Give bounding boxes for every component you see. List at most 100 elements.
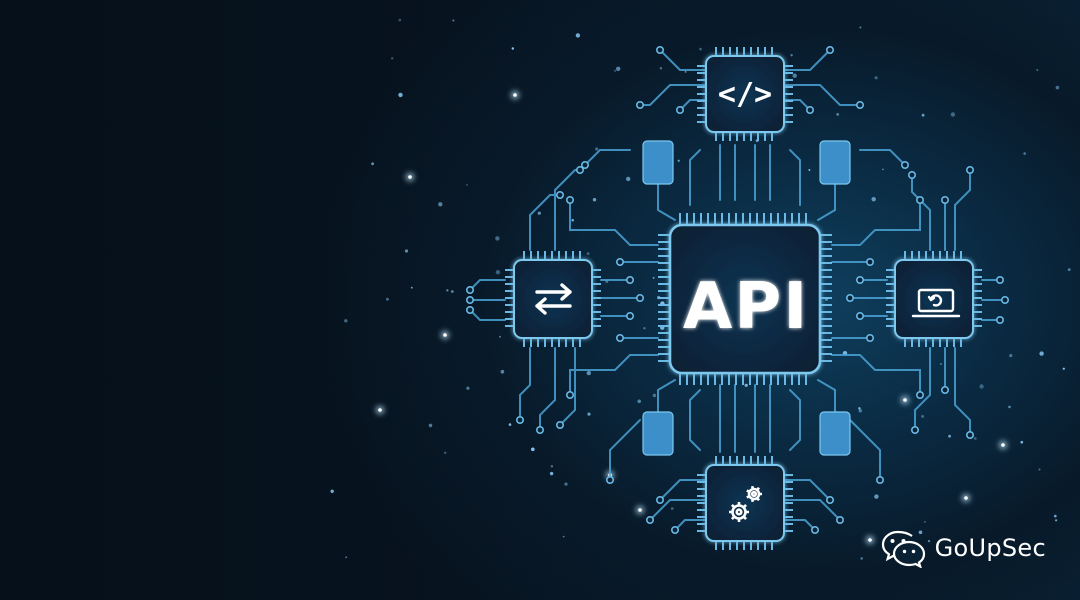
trace-node xyxy=(535,425,544,434)
trace xyxy=(789,389,801,451)
trace-node xyxy=(635,293,644,302)
pad-bottom-left xyxy=(642,411,674,456)
pad-bottom-right xyxy=(819,411,851,456)
trace xyxy=(519,347,531,421)
sparkle xyxy=(858,407,861,410)
trace-node xyxy=(675,106,684,115)
bottom-chip xyxy=(697,456,793,550)
trace-node xyxy=(855,101,864,110)
sparkle xyxy=(408,175,412,179)
sparkle xyxy=(638,508,642,512)
memory-pads xyxy=(642,140,851,456)
trace xyxy=(609,419,641,481)
trace xyxy=(783,49,831,71)
trace-node xyxy=(465,295,474,304)
sparkle xyxy=(684,71,687,73)
sparkle xyxy=(790,54,793,57)
central-chip-body xyxy=(668,223,822,375)
trace-node xyxy=(645,515,654,524)
trace xyxy=(469,309,506,321)
sparkle xyxy=(1038,468,1041,471)
trace-node xyxy=(565,390,574,399)
sparkle xyxy=(614,69,617,72)
trace xyxy=(783,499,841,521)
trace xyxy=(649,499,707,521)
trace-node xyxy=(670,525,679,534)
api-label: API xyxy=(683,270,809,344)
sparkle xyxy=(637,399,641,404)
trace xyxy=(657,183,676,221)
sparkle xyxy=(550,465,554,468)
trace-node xyxy=(810,525,819,534)
sparkle xyxy=(874,76,878,80)
sparkle xyxy=(948,434,951,438)
trace-node xyxy=(655,45,664,54)
sparkle xyxy=(882,168,884,171)
wechat-icon xyxy=(881,530,925,568)
sparkle xyxy=(391,57,394,60)
left-chip-body xyxy=(513,259,593,339)
trace-node xyxy=(580,161,589,170)
sparkle xyxy=(1054,514,1057,518)
trace-node xyxy=(845,293,854,302)
trace xyxy=(554,169,581,251)
trace-node xyxy=(875,475,884,484)
trace xyxy=(689,149,701,206)
sparkle xyxy=(499,335,501,338)
trace-node xyxy=(805,106,814,115)
trace-node xyxy=(965,430,974,439)
sparkle xyxy=(1001,443,1005,447)
sparkle xyxy=(670,507,674,510)
sparkle xyxy=(973,437,977,440)
circuit-nodes xyxy=(465,45,1009,534)
watermark: GoUpSec xyxy=(881,528,1046,568)
sparkle xyxy=(587,412,591,416)
central-chip-pins xyxy=(658,213,832,385)
sparkle xyxy=(500,369,505,374)
gears-icon xyxy=(729,485,762,522)
sparkle xyxy=(1062,367,1065,370)
trace xyxy=(584,149,631,166)
trace xyxy=(783,84,861,106)
sparkle xyxy=(371,162,374,166)
top-chip xyxy=(697,47,793,141)
sparkle xyxy=(595,147,599,151)
trace xyxy=(954,347,971,436)
trace-node xyxy=(915,390,924,399)
trace-node xyxy=(465,285,474,294)
trace-node xyxy=(900,161,909,170)
left-chip-pins xyxy=(505,251,601,347)
left-chip xyxy=(505,251,601,347)
top-chip-pins xyxy=(697,47,793,141)
trace-node xyxy=(865,257,874,266)
sparkle xyxy=(950,112,956,117)
sparkle xyxy=(744,383,748,387)
sparkle xyxy=(330,489,334,493)
trace xyxy=(469,279,506,291)
sparkle xyxy=(575,33,581,38)
sparkle xyxy=(1036,69,1039,71)
sparkle xyxy=(344,319,348,323)
trace xyxy=(783,479,831,501)
sparkle xyxy=(927,539,931,543)
trace-node xyxy=(555,420,564,429)
trace xyxy=(849,419,881,481)
sparkle xyxy=(452,19,455,22)
watermark-text: GoUpSec xyxy=(934,534,1046,562)
sparkle xyxy=(495,270,501,275)
trace-node xyxy=(575,166,584,175)
sparkle xyxy=(616,66,621,72)
trace xyxy=(789,149,801,206)
sparkle xyxy=(571,218,574,222)
sparkle xyxy=(495,236,500,241)
sparkle xyxy=(508,423,512,426)
code-icon: </> xyxy=(718,77,772,112)
sparkle xyxy=(677,159,680,162)
sparkle xyxy=(1008,405,1011,409)
trace xyxy=(657,379,676,413)
pad-top-right xyxy=(819,140,851,185)
sparkle xyxy=(859,26,862,29)
trace-node xyxy=(1000,295,1009,304)
